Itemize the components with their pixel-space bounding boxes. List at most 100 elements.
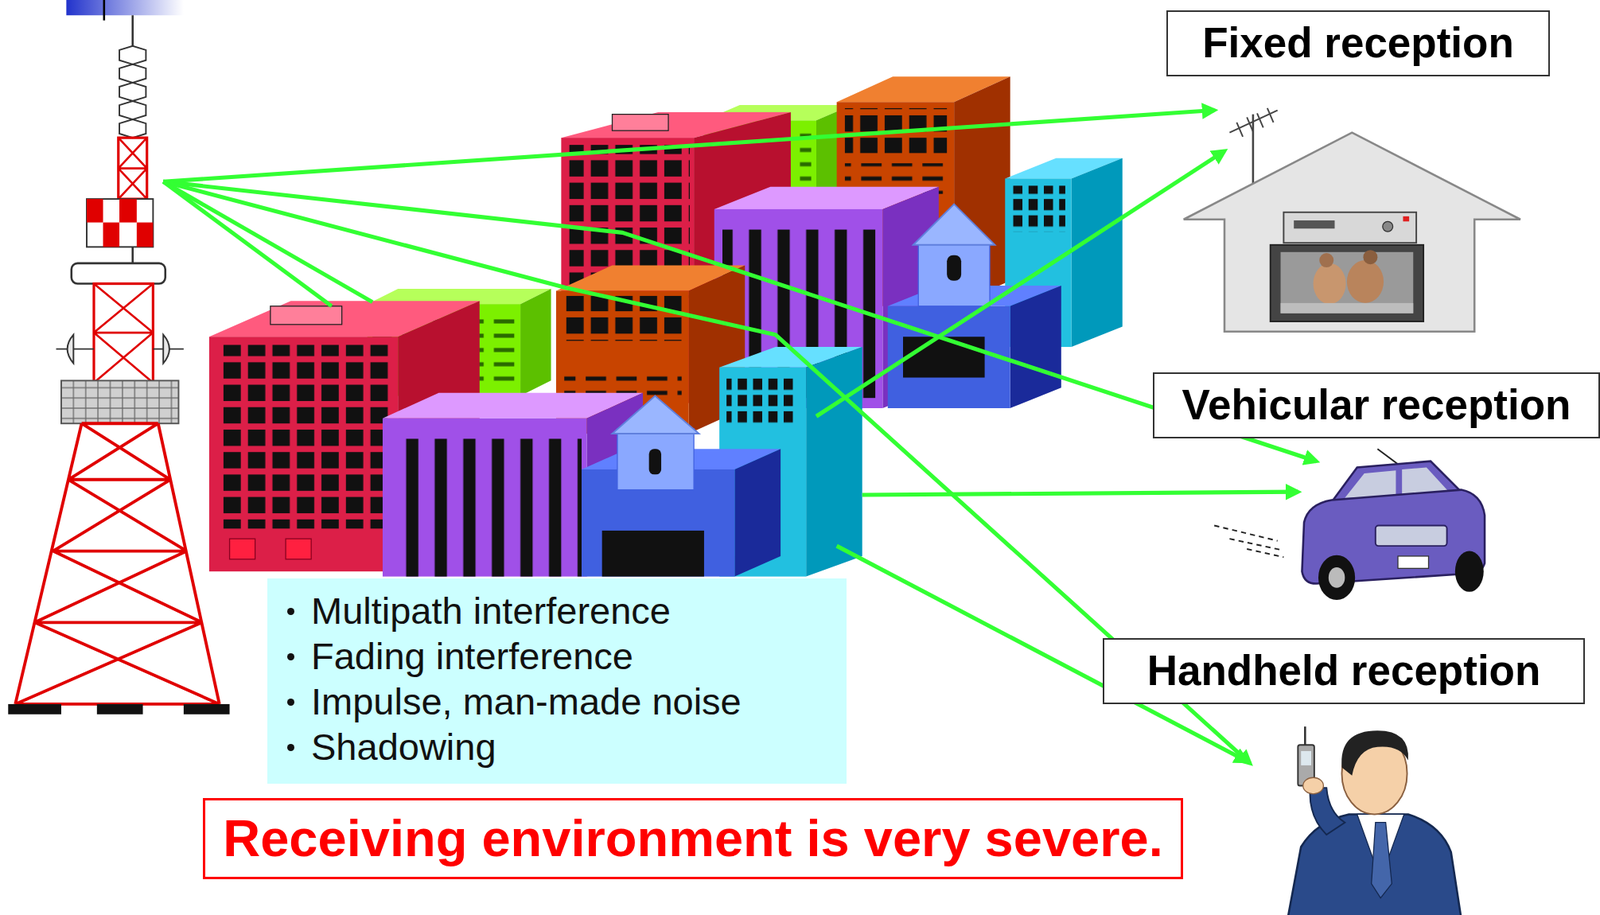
checker-cell xyxy=(103,222,121,248)
deck-slot xyxy=(1293,220,1335,229)
list-item-text: Shadowing xyxy=(311,724,497,770)
tv-antenna xyxy=(1229,108,1277,137)
tv-antenna-mast xyxy=(1252,114,1255,190)
bullet-dot xyxy=(287,607,295,616)
corner-tick xyxy=(103,0,106,21)
list-item: Impulse, man-made noise xyxy=(267,678,742,725)
bullet-dot xyxy=(287,653,295,661)
windows xyxy=(217,344,391,529)
reception-label: Fixed reception xyxy=(1166,10,1550,77)
label-text: Fixed reception xyxy=(1202,19,1515,68)
windows xyxy=(1012,185,1066,232)
phone-antenna xyxy=(1304,726,1307,745)
suit xyxy=(1288,813,1462,915)
car-window xyxy=(1344,470,1396,499)
deck-knob xyxy=(1382,221,1394,232)
antenna-element xyxy=(119,101,146,120)
arched-window xyxy=(649,448,662,475)
tv-screen xyxy=(1280,252,1414,314)
wall-side xyxy=(734,448,781,577)
checker-cell xyxy=(86,198,104,222)
tower-legs xyxy=(15,423,220,705)
windows xyxy=(564,295,682,341)
microwave-dish xyxy=(163,334,170,364)
bullet-dot xyxy=(287,698,295,706)
tower-foot xyxy=(97,704,144,715)
motion-lines xyxy=(1214,525,1284,557)
microwave-dish xyxy=(67,334,74,364)
tie xyxy=(1371,822,1393,899)
tower xyxy=(918,239,990,306)
signal-ray xyxy=(163,181,1316,461)
house-icon xyxy=(1183,108,1521,332)
wrestler xyxy=(1346,260,1384,304)
deck-light xyxy=(1402,216,1410,222)
wheel xyxy=(1318,555,1355,600)
lattice-section xyxy=(93,284,153,383)
door xyxy=(229,538,256,560)
hair xyxy=(1341,730,1409,775)
antenna-element xyxy=(119,119,146,138)
wall-front xyxy=(209,336,398,572)
reception-label: Handheld reception xyxy=(1102,638,1585,705)
person-icon xyxy=(1288,726,1462,915)
tower-foot xyxy=(7,704,62,715)
wall-front xyxy=(382,418,588,577)
wall-side xyxy=(1010,285,1062,409)
interference-list: Multipath interferenceFading interferenc… xyxy=(267,578,847,784)
penthouse xyxy=(270,306,343,325)
tower xyxy=(617,428,694,491)
tower-roof xyxy=(612,396,700,434)
signal-ray xyxy=(163,110,1215,183)
phone-screen xyxy=(1300,751,1312,766)
list-item: Fading interference xyxy=(267,633,634,679)
car-icon xyxy=(1214,448,1485,600)
arched-window xyxy=(946,255,962,281)
hubcap xyxy=(1328,567,1346,588)
lattice-brace xyxy=(93,284,153,383)
car-grille xyxy=(1375,525,1448,546)
label-text: Vehicular reception xyxy=(1182,381,1572,430)
label-text: Receiving environment is very severe. xyxy=(222,809,1163,869)
hand xyxy=(1303,777,1324,795)
number-plate xyxy=(1397,556,1429,569)
door xyxy=(285,538,312,560)
bullet-dot xyxy=(287,743,295,752)
window xyxy=(903,336,985,378)
checker-cell xyxy=(119,198,137,222)
checker-block xyxy=(86,198,153,247)
wall-side xyxy=(805,346,863,577)
lattice-section xyxy=(118,137,148,199)
tower-foot xyxy=(183,704,230,715)
corner-bar xyxy=(66,0,183,16)
dish-arm xyxy=(56,348,94,351)
list-item-text: Impulse, man-made noise xyxy=(311,678,742,725)
windows xyxy=(393,438,582,577)
reception-label: Vehicular reception xyxy=(1152,372,1600,439)
wrestler xyxy=(1313,263,1347,304)
lattice-brace xyxy=(118,137,148,199)
wheel xyxy=(1455,551,1484,592)
arm xyxy=(1309,787,1345,835)
list-item: Multipath interference xyxy=(267,587,671,634)
wrestler-head xyxy=(1319,253,1334,268)
warning-box: Receiving environment is very severe. xyxy=(202,798,1184,880)
wrestler-head xyxy=(1362,249,1378,265)
penthouse xyxy=(612,114,670,132)
antenna-element xyxy=(119,82,146,102)
wall-side xyxy=(520,288,551,397)
video-deck xyxy=(1283,212,1417,243)
window xyxy=(602,530,705,577)
broadcast-tower xyxy=(7,15,230,715)
signal-ray xyxy=(163,181,332,306)
ring-floor xyxy=(1280,303,1414,314)
antenna-mast xyxy=(131,15,134,46)
house-outline xyxy=(1183,132,1521,332)
list-item-text: Fading interference xyxy=(311,633,634,679)
signal-ray xyxy=(163,181,373,302)
windows xyxy=(726,375,799,427)
building-blue-mid xyxy=(887,204,1062,409)
antenna-element xyxy=(119,46,146,65)
label-text: Handheld reception xyxy=(1147,646,1542,696)
